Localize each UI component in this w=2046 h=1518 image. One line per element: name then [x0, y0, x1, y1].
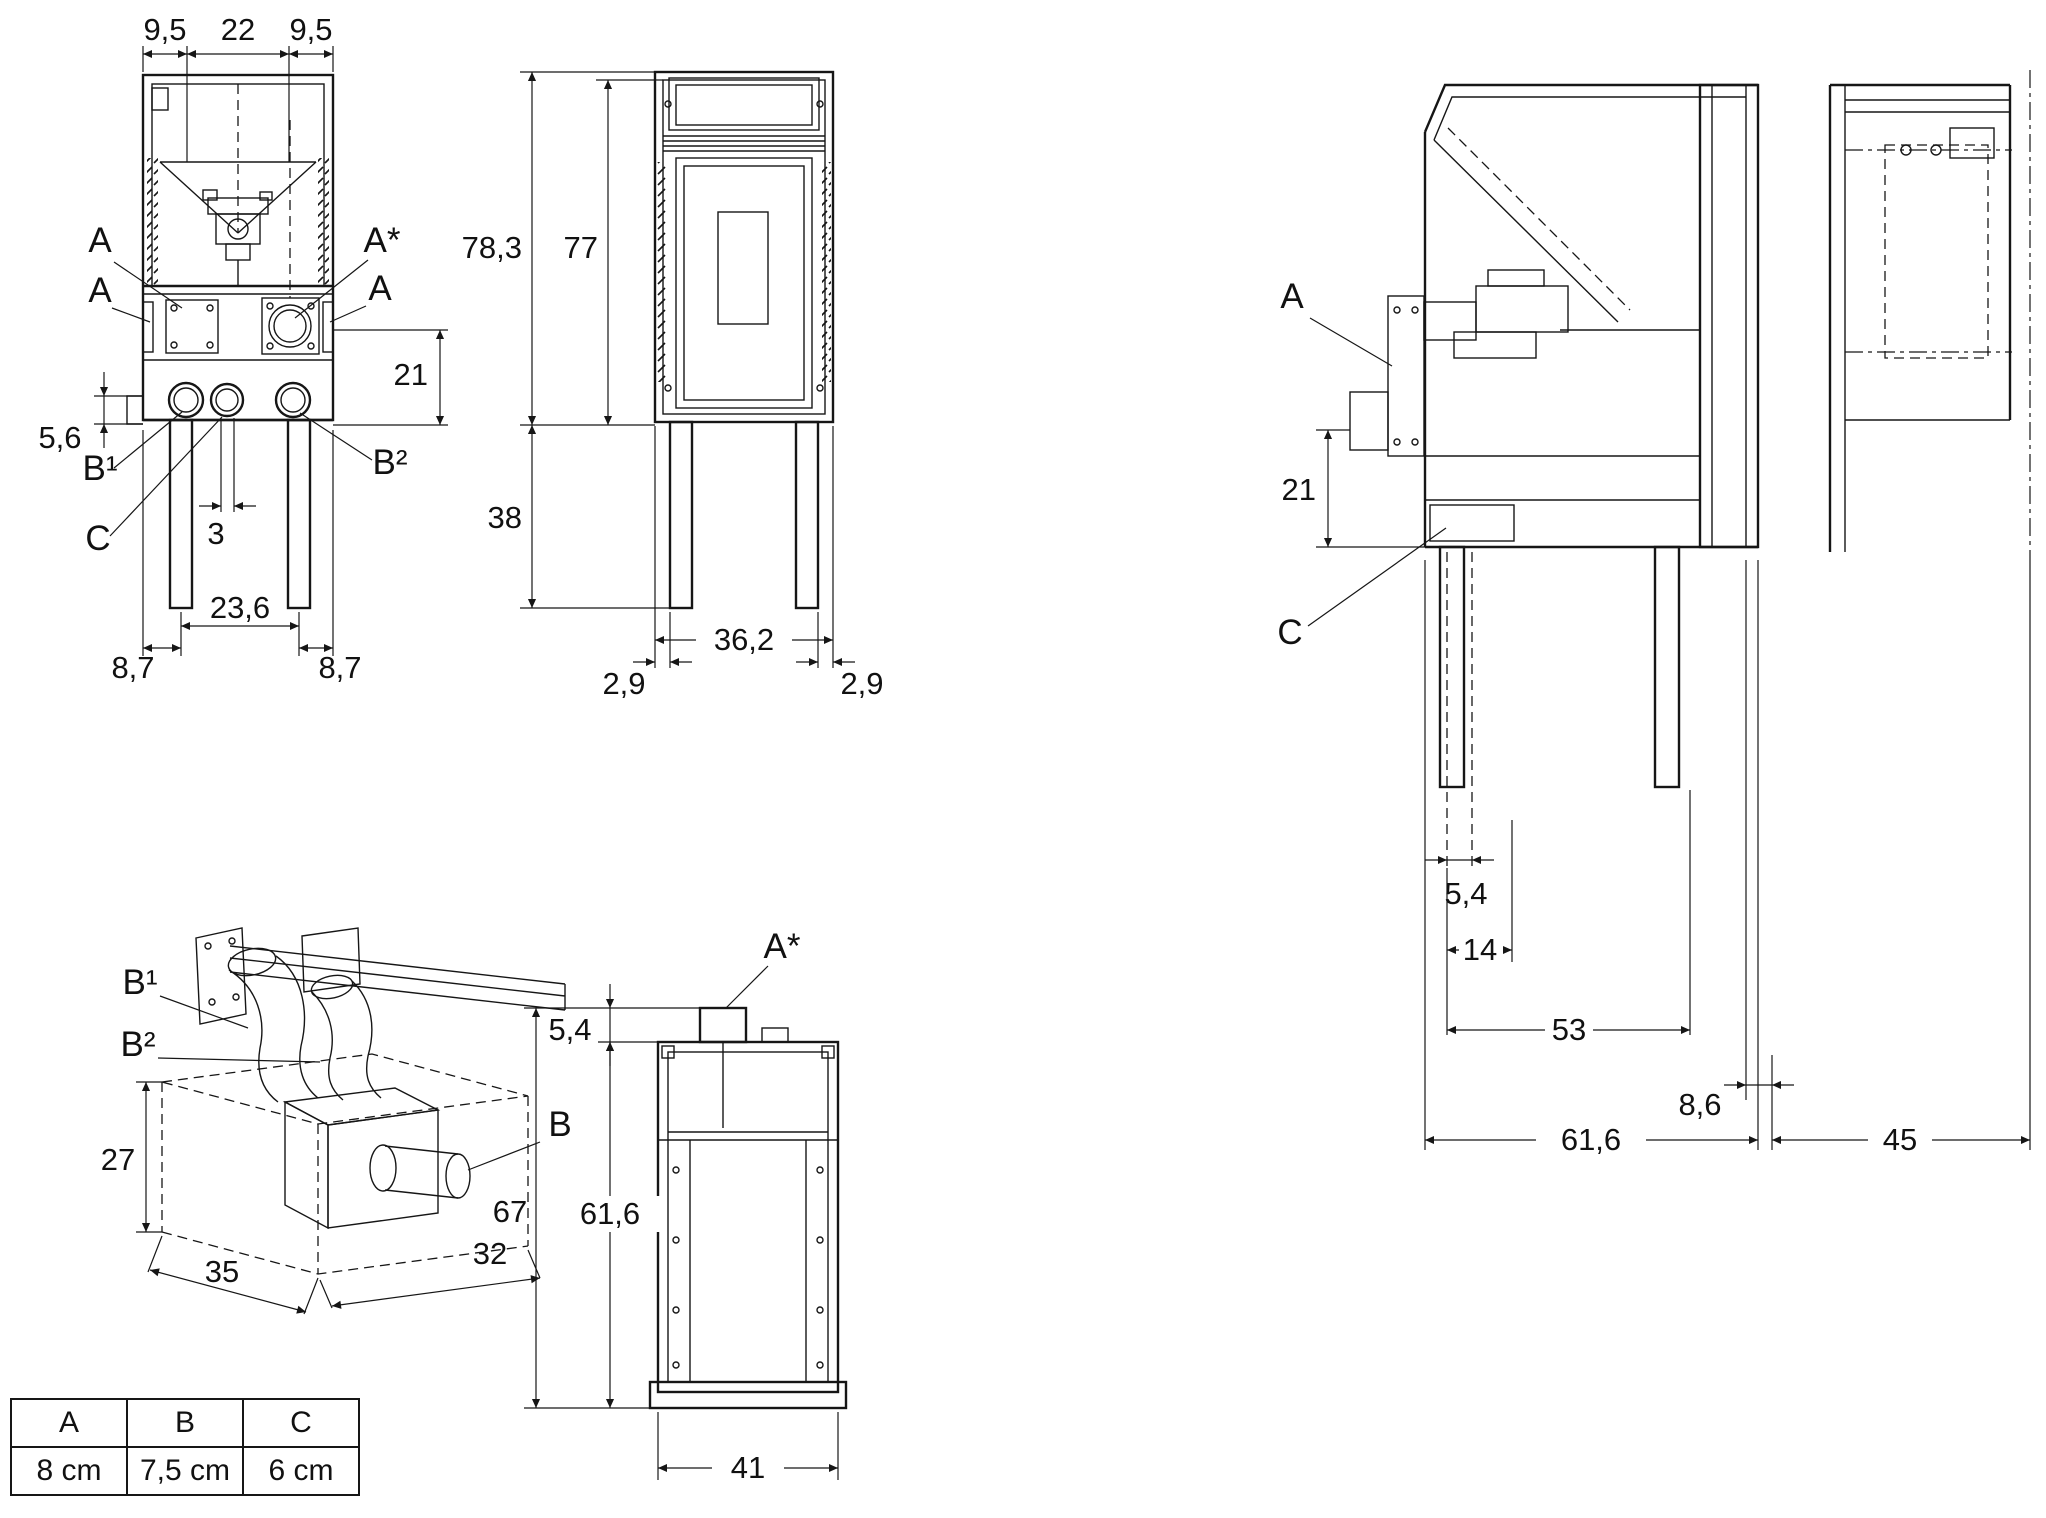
dim-front-offset-left: 2,9 [602, 666, 645, 701]
spec-table-header-row: A B C [10, 1398, 360, 1448]
front-view: 78,3 77 38 36,2 2,9 2,9 [462, 70, 884, 701]
dim-top-width: 41 [731, 1450, 765, 1485]
spec-header-b: B [126, 1398, 244, 1448]
dim-rear-flue-height: 21 [394, 357, 428, 392]
dim-front-offset-right: 2,9 [840, 666, 883, 701]
label-rear-b2: B² [373, 443, 408, 482]
rear-view: 9,5 22 9,5 21 5,6 A A A* A B¹ C B² 3 [38, 12, 448, 685]
label-rear-c: C [85, 519, 110, 558]
dim-rear-leg-left: 8,7 [111, 650, 154, 685]
spec-value-a: 8 cm [10, 1446, 128, 1496]
dim-rear-top-mid: 22 [221, 12, 255, 47]
label-rear-b1: B¹ [83, 449, 118, 488]
dim-side-depth: 61,6 [1561, 1122, 1621, 1157]
dim-side-wall: 45 [1883, 1122, 1917, 1157]
dim-side-leg-depth: 53 [1552, 1012, 1586, 1047]
side-view: A 21 C 5,4 14 53 8,6 61,6 [1277, 70, 2031, 1157]
spec-table: A B C 8 cm 7,5 cm 6 cm [10, 1398, 360, 1496]
label-side-c: C [1277, 613, 1302, 652]
spec-table-value-row: 8 cm 7,5 cm 6 cm [10, 1446, 360, 1496]
dim-top-total: 67 [493, 1194, 527, 1229]
dim-rear-top-right: 9,5 [289, 12, 332, 47]
dim-rear-top-left: 9,5 [143, 12, 186, 47]
label-rear-a-right: A [368, 269, 392, 308]
dim-rear-leg-right: 8,7 [318, 650, 361, 685]
label-rear-a-star: A* [364, 221, 401, 260]
dim-side-flue-height: 21 [1282, 472, 1316, 507]
spec-header-c: C [242, 1398, 360, 1448]
dim-front-height-body: 77 [564, 230, 598, 265]
dim-detail-width: 35 [205, 1254, 239, 1289]
dim-rear-gap: 3 [207, 516, 224, 551]
dim-top-stub: 5,4 [548, 1012, 591, 1047]
dim-side-back-offset: 5,4 [1444, 876, 1487, 911]
spec-value-c: 6 cm [242, 1446, 360, 1496]
label-rear-a-left: A [88, 271, 112, 310]
dim-detail-height: 27 [101, 1142, 135, 1177]
dim-side-auger-offset: 14 [1463, 932, 1497, 967]
dim-detail-depth: 32 [473, 1236, 507, 1271]
dim-side-front-gap: 8,6 [1678, 1087, 1721, 1122]
label-top-a-star: A* [764, 927, 801, 966]
label-detail-b1: B¹ [123, 963, 158, 1002]
dim-front-height-total: 78,3 [462, 230, 522, 265]
dim-rear-leg-span: 23,6 [210, 590, 270, 625]
duct-detail-view: B¹ B² B 27 35 32 [101, 927, 572, 1315]
label-detail-b: B [548, 1105, 571, 1144]
dim-top-body: 61,6 [580, 1196, 640, 1231]
label-rear-a-top: A [88, 221, 112, 260]
spec-header-a: A [10, 1398, 128, 1448]
dim-front-width: 36,2 [714, 622, 774, 657]
top-view: A* 5,4 67 61,6 41 [493, 927, 848, 1485]
spec-value-b: 7,5 cm [126, 1446, 244, 1496]
dim-rear-ledge: 5,6 [38, 420, 81, 455]
label-detail-b2: B² [121, 1025, 156, 1064]
dim-front-leg-height: 38 [488, 500, 522, 535]
label-side-a: A [1280, 277, 1304, 316]
